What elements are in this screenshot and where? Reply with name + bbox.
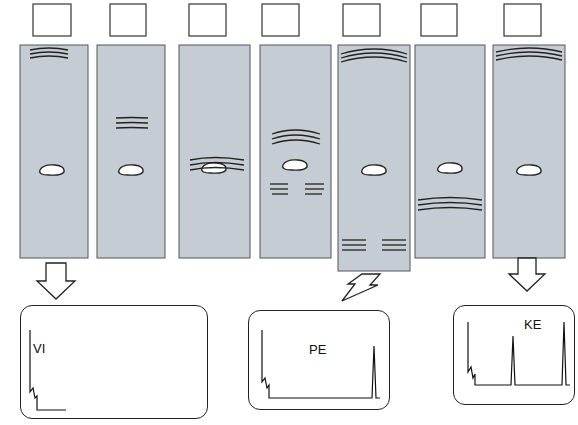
display-screen: KE bbox=[453, 305, 575, 405]
hollow-arrows bbox=[37, 258, 545, 301]
screen-label: PE bbox=[309, 343, 326, 356]
test-blocks bbox=[20, 45, 565, 271]
transducers bbox=[33, 4, 541, 36]
screen-label: VI bbox=[33, 342, 45, 355]
wave-fronts bbox=[30, 48, 562, 250]
flaws bbox=[40, 160, 541, 175]
a-scan-traces bbox=[30, 322, 570, 410]
screen-label: KE bbox=[524, 318, 541, 331]
display-screen: VI bbox=[20, 305, 208, 419]
display-screen: PE bbox=[248, 310, 390, 410]
